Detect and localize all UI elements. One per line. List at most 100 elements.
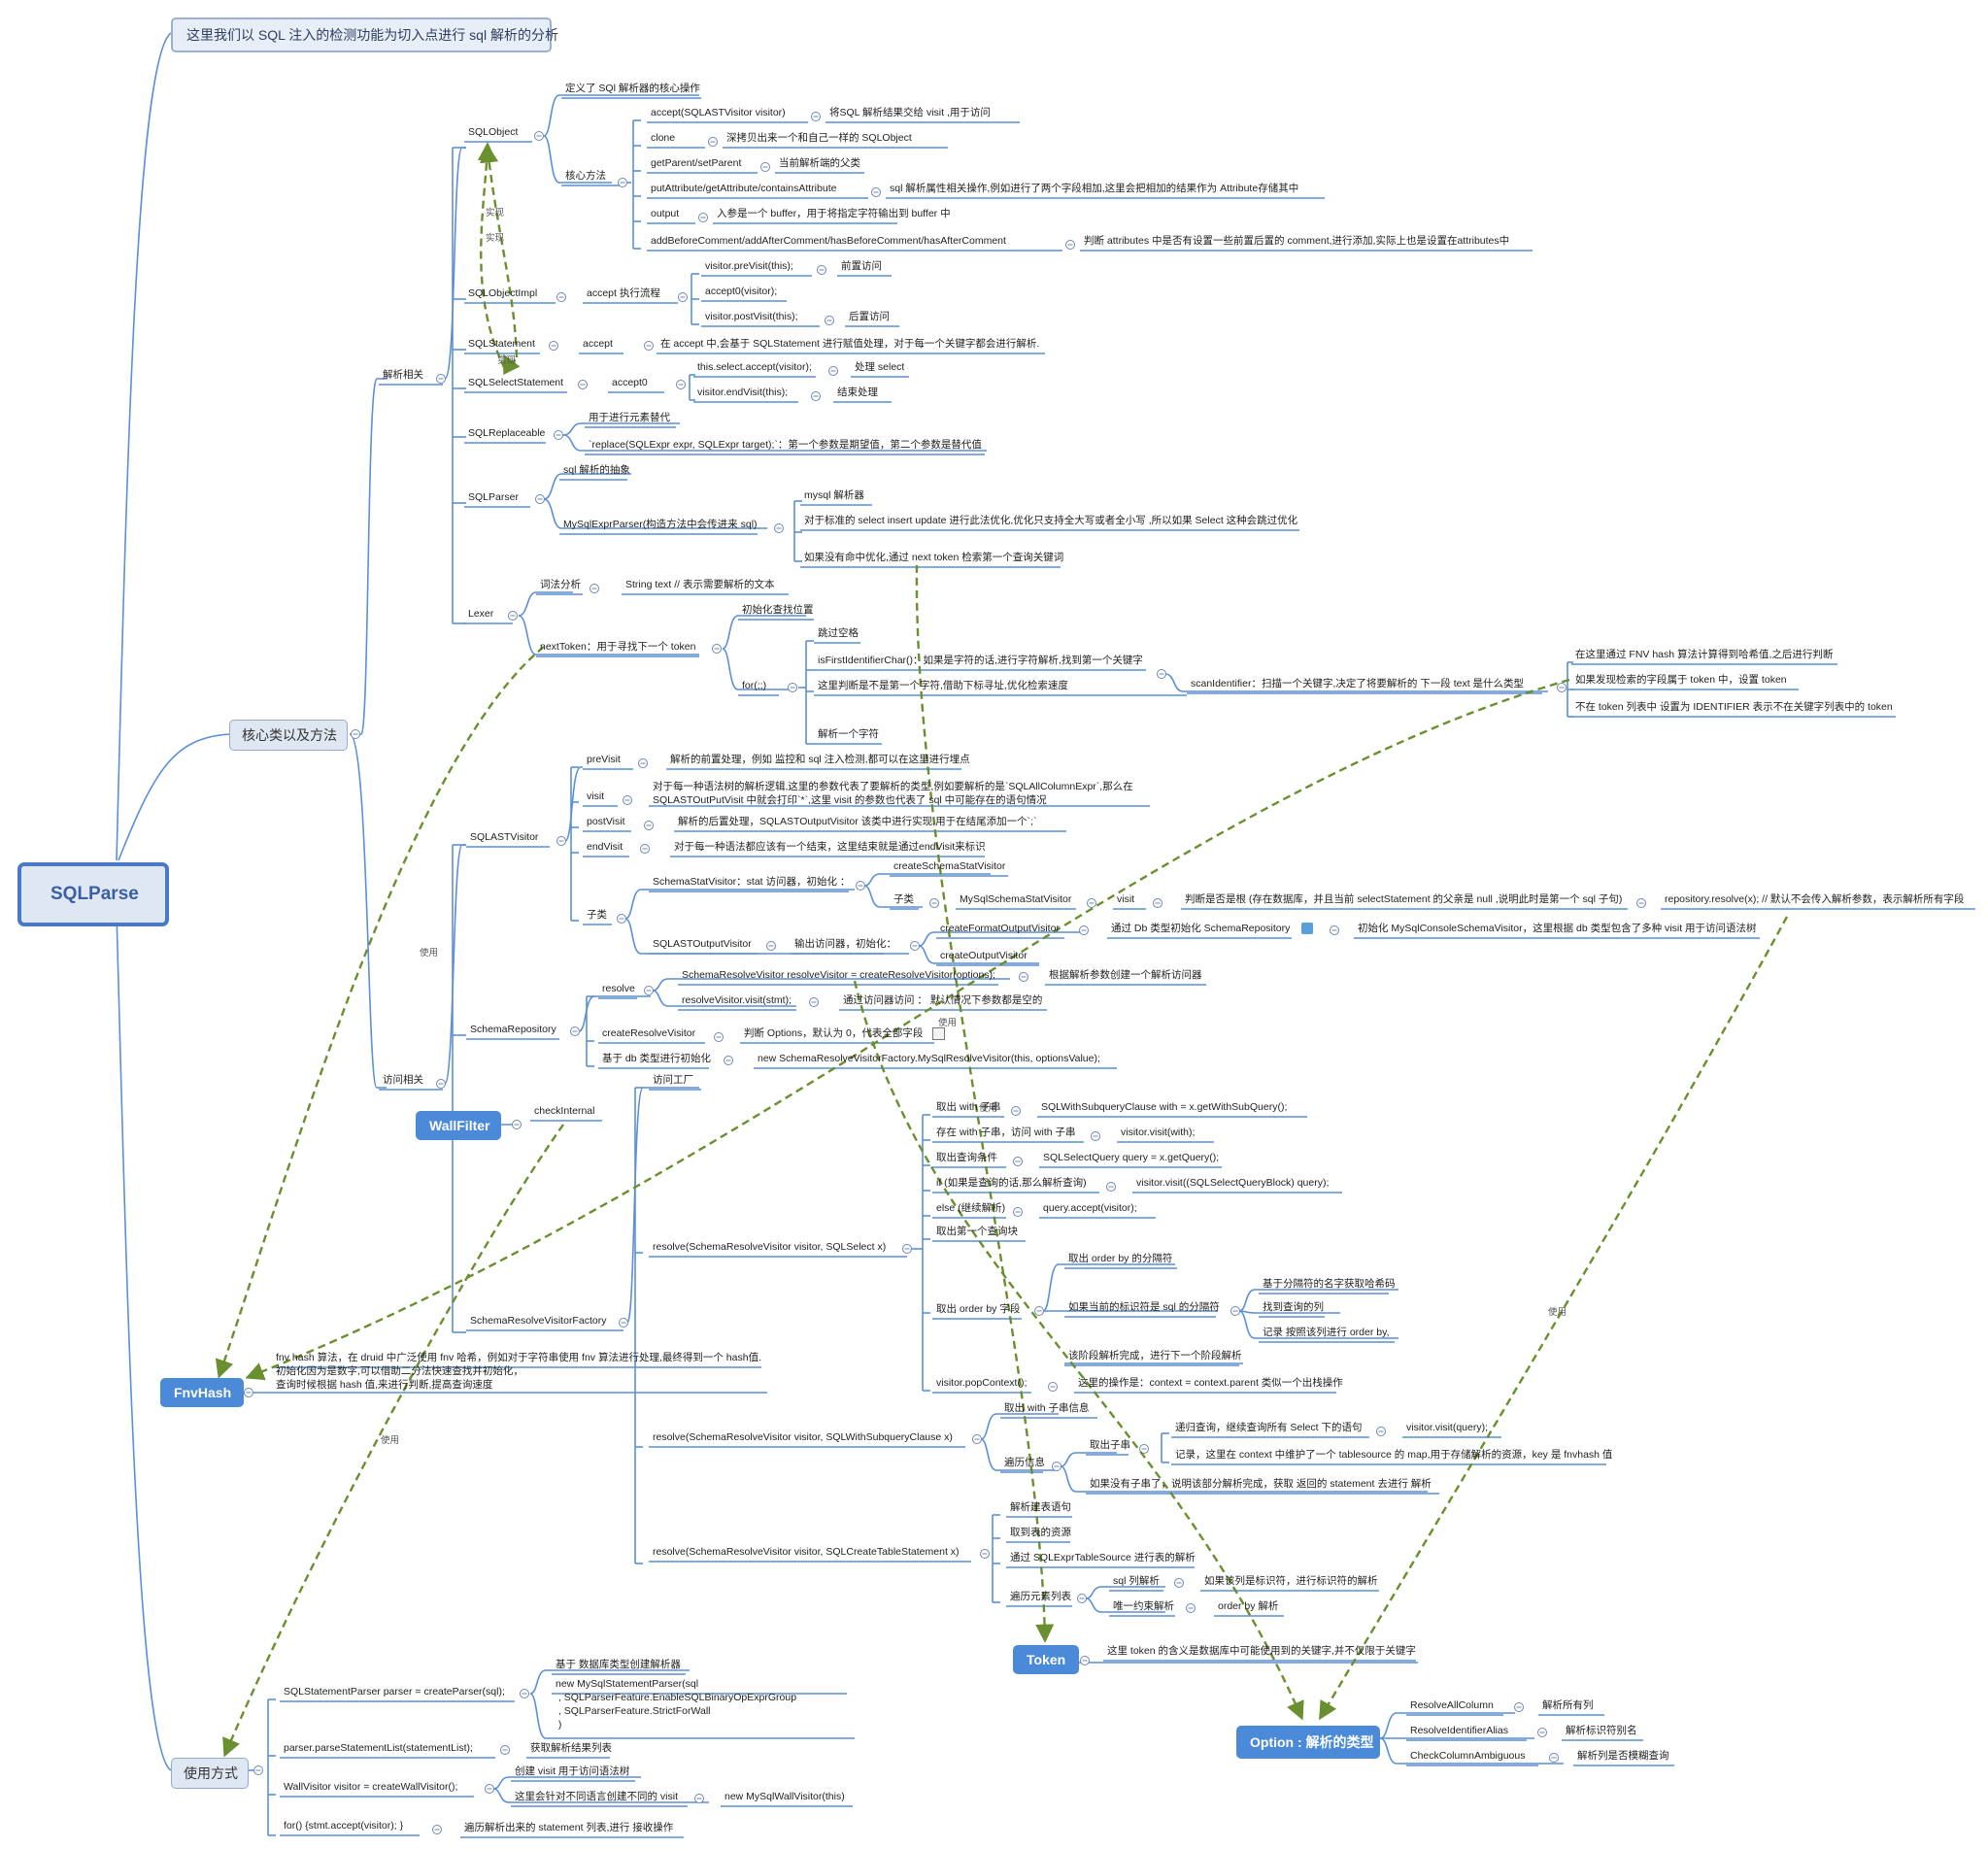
root-node-sqlparse[interactable]: SQLParse xyxy=(17,862,169,926)
option-item-desc: 解析列是否模糊查询 xyxy=(1577,1750,1669,1762)
branch-core-classes[interactable]: 核心类以及方法 xyxy=(229,720,348,751)
resolve-with-node[interactable]: resolve(SchemaResolveVisitor visitor, SQ… xyxy=(653,1431,953,1443)
method-item[interactable]: accept(SQLASTVisitor visitor) xyxy=(651,107,786,118)
visit-node[interactable]: visit xyxy=(587,790,605,802)
select-step[interactable]: visitor.endVisit(this); xyxy=(697,387,789,398)
sqlparser-node[interactable]: SQLParser xyxy=(468,491,519,503)
subclass-label: 子类 xyxy=(893,893,914,905)
create-col-parse-desc: 如果该列是标识符，进行标识符的解析 xyxy=(1204,1575,1378,1587)
lexer-node[interactable]: Lexer xyxy=(468,608,494,620)
select-item[interactable]: if (如果是查询的话,那么解析查询) xyxy=(936,1177,1087,1189)
resolve-visitor-create[interactable]: SchemaResolveVisitor resolveVisitor = cr… xyxy=(682,969,996,981)
mysqlschemastatvisitor[interactable]: MySqlSchemaStatVisitor xyxy=(960,893,1072,905)
node-wallfilter[interactable]: WallFilter xyxy=(416,1111,501,1140)
option-item[interactable]: ResolveIdentifierAlias xyxy=(1410,1725,1508,1736)
method-item[interactable]: clone xyxy=(651,132,676,144)
sqlobject-def: 定义了 SQl 解析器的核心操作 xyxy=(565,83,700,94)
createformat-desc[interactable]: 通过 Db 类型初始化 SchemaRepository xyxy=(1111,923,1291,934)
create-iterate[interactable]: 遍历元素列表 xyxy=(1010,1591,1071,1602)
select-item[interactable]: 取出第一个查询块 xyxy=(936,1226,1018,1237)
arrow-impl-1 xyxy=(477,142,507,370)
postvisit-node[interactable]: postVisit xyxy=(587,816,625,827)
db-init-node[interactable]: 基于 db 类型进行初始化 xyxy=(602,1053,712,1064)
create-unique-parse[interactable]: 唯一约束解析 xyxy=(1113,1600,1174,1612)
popcontext-node[interactable]: visitor.popContext(); xyxy=(936,1377,1028,1389)
sqlastoutputvisitor-node[interactable]: SQLASTOutputVisitor xyxy=(653,938,752,950)
with-recur[interactable]: 递归查询，继续查询所有 Select 下的语句 xyxy=(1175,1422,1363,1433)
schemastatvisitor-node[interactable]: SchemaStatVisitor：stat 访问器，初始化 ： xyxy=(653,876,851,888)
sqlobjectimpl-node[interactable]: SQLObjectImpl xyxy=(468,287,538,299)
with-take-sub[interactable]: 取出子串 xyxy=(1090,1439,1130,1451)
lexer-lex[interactable]: 词法分析 xyxy=(540,579,581,590)
create-col-parse[interactable]: sql 列解析 xyxy=(1113,1575,1160,1587)
info-icon[interactable] xyxy=(1301,923,1313,934)
sqlastvisitor-node[interactable]: SQLASTVisitor xyxy=(470,831,539,843)
b xyxy=(543,94,699,137)
option-item[interactable]: CheckColumnAmbiguous xyxy=(1410,1750,1526,1762)
subclass-node[interactable]: 子类 xyxy=(587,909,607,921)
impl-step[interactable]: visitor.preVisit(this); xyxy=(705,260,793,272)
endvisit-node[interactable]: endVisit xyxy=(587,841,623,853)
select-item[interactable]: 存在 with 子串，访问 with 子串 xyxy=(936,1126,1076,1138)
sqlobject-core-methods[interactable]: 核心方法 xyxy=(565,170,606,182)
output-init[interactable]: 输出访问器，初始化： xyxy=(794,938,896,950)
schemaresolvevisitorfactory-node[interactable]: SchemaResolveVisitorFactory xyxy=(470,1315,607,1327)
previsit-desc: 解析的前置处理，例如 监控和 sql 注入检测,都可以在这里进行埋点 xyxy=(670,754,970,765)
method-item[interactable]: output xyxy=(651,208,680,219)
nexttoken-node[interactable]: nextToken：用于寻找下一个 token xyxy=(540,641,696,653)
select-item[interactable]: 取出 with 子串 xyxy=(936,1101,1001,1113)
mysqlexprparser-node[interactable]: MySqlExprParser(构造方法中会传进来 sql) xyxy=(563,519,758,530)
scanidentifier-node[interactable]: scanIdentifier：扫描一个关键字,决定了将要解析的 下一段 text… xyxy=(1191,678,1525,689)
with-iterate[interactable]: 遍历信息 xyxy=(1004,1457,1045,1468)
select-item[interactable]: 取出查询条件 xyxy=(936,1152,997,1163)
impl-step[interactable]: visitor.postVisit(this); xyxy=(705,311,798,322)
node-fnvhash[interactable]: FnvHash xyxy=(160,1378,244,1407)
branch-usage[interactable]: 使用方式 xyxy=(171,1758,249,1789)
visit2-node[interactable]: visit xyxy=(1117,893,1135,905)
previsit-node[interactable]: preVisit xyxy=(587,754,621,765)
undefined xyxy=(1085,1597,1165,1613)
access-factory: 访问工厂 xyxy=(653,1074,693,1086)
resolve-node[interactable]: resolve xyxy=(602,983,635,994)
select-item[interactable]: else (继续解析) xyxy=(936,1202,1006,1214)
branch-access-related[interactable]: 访问相关 xyxy=(383,1074,423,1086)
sqlstatement-accept[interactable]: accept xyxy=(583,338,613,350)
accept0-node[interactable]: accept0 xyxy=(612,377,648,388)
resolve-visitor-visit[interactable]: resolveVisitor.visit(stmt); xyxy=(682,994,792,1006)
schemarepository-node[interactable]: SchemaRepository xyxy=(470,1024,556,1035)
sqlobject-node[interactable]: SQLObject xyxy=(468,126,519,138)
usage-createparser[interactable]: SQLStatementParser parser = createParser… xyxy=(284,1686,505,1698)
method-item[interactable]: getParent/setParent xyxy=(651,157,742,169)
arrow-option-use-1 xyxy=(853,980,1304,1721)
option-item[interactable]: ResolveAllColumn xyxy=(1410,1699,1494,1711)
resolve-create-node[interactable]: resolve(SchemaResolveVisitor visitor, SQ… xyxy=(653,1546,960,1558)
accept-flow[interactable]: accept 执行流程 xyxy=(587,287,660,299)
node-option-types[interactable]: Option : 解析的类型 xyxy=(1236,1726,1380,1759)
branch-parse-related[interactable]: 解析相关 xyxy=(383,369,423,381)
orderby-node[interactable]: 取出 order by 字段 xyxy=(936,1303,1021,1315)
checkbox-icon[interactable] xyxy=(932,1027,945,1040)
usage-diff-visit: 这里会针对不同语言创建不同的 visit xyxy=(515,1791,678,1802)
undefined xyxy=(1238,1310,1398,1339)
createresolvevisitor-node[interactable]: createResolveVisitor xyxy=(602,1027,696,1039)
phase-done: 该阶段解析完成，进行下一个阶段解析 xyxy=(1068,1350,1242,1362)
sqlselectstatement-node[interactable]: SQLSelectStatement xyxy=(468,377,564,388)
node-token[interactable]: Token xyxy=(1013,1645,1079,1674)
select-step[interactable]: this.select.accept(visitor); xyxy=(697,361,812,373)
for-loop[interactable]: for(;;) xyxy=(742,680,767,691)
method-item[interactable]: addBeforeComment/addAfterComment/hasBefo… xyxy=(651,235,1006,247)
skip-space: 跳过空格 xyxy=(818,627,859,639)
resolve-select-node[interactable]: resolve(SchemaResolveVisitor visitor, SQ… xyxy=(653,1241,887,1253)
impl-step[interactable]: accept0(visitor); xyxy=(705,286,778,297)
createformat-node[interactable]: createFormatOutputVisitor xyxy=(940,923,1060,934)
sqlreplaceable-node[interactable]: SQLReplaceable xyxy=(468,427,546,439)
method-item[interactable]: putAttribute/getAttribute/containsAttrib… xyxy=(651,183,837,194)
intro-note[interactable]: 这里我们以 SQL 注入的检测功能为切入点进行 sql 解析的分析 xyxy=(171,17,558,52)
usage-parsestatementlist[interactable]: parser.parseStatementList(statementList)… xyxy=(284,1742,473,1754)
with-nosub: 如果没有子串了，说明该部分解析完成，获取 返回的 statement 去进行 解… xyxy=(1090,1478,1432,1490)
checkinternal-node[interactable]: checkInternal xyxy=(534,1105,595,1117)
orderby-if-separator[interactable]: 如果当前的标识符是 sql 的分隔符 xyxy=(1068,1301,1220,1313)
sqlstatement-node[interactable]: SQLStatement xyxy=(468,338,535,350)
usage-createwallvisitor[interactable]: WallVisitor visitor = createWallVisitor(… xyxy=(284,1781,458,1793)
usage-for-accept[interactable]: for() {stmt.accept(visitor); } xyxy=(284,1820,404,1832)
